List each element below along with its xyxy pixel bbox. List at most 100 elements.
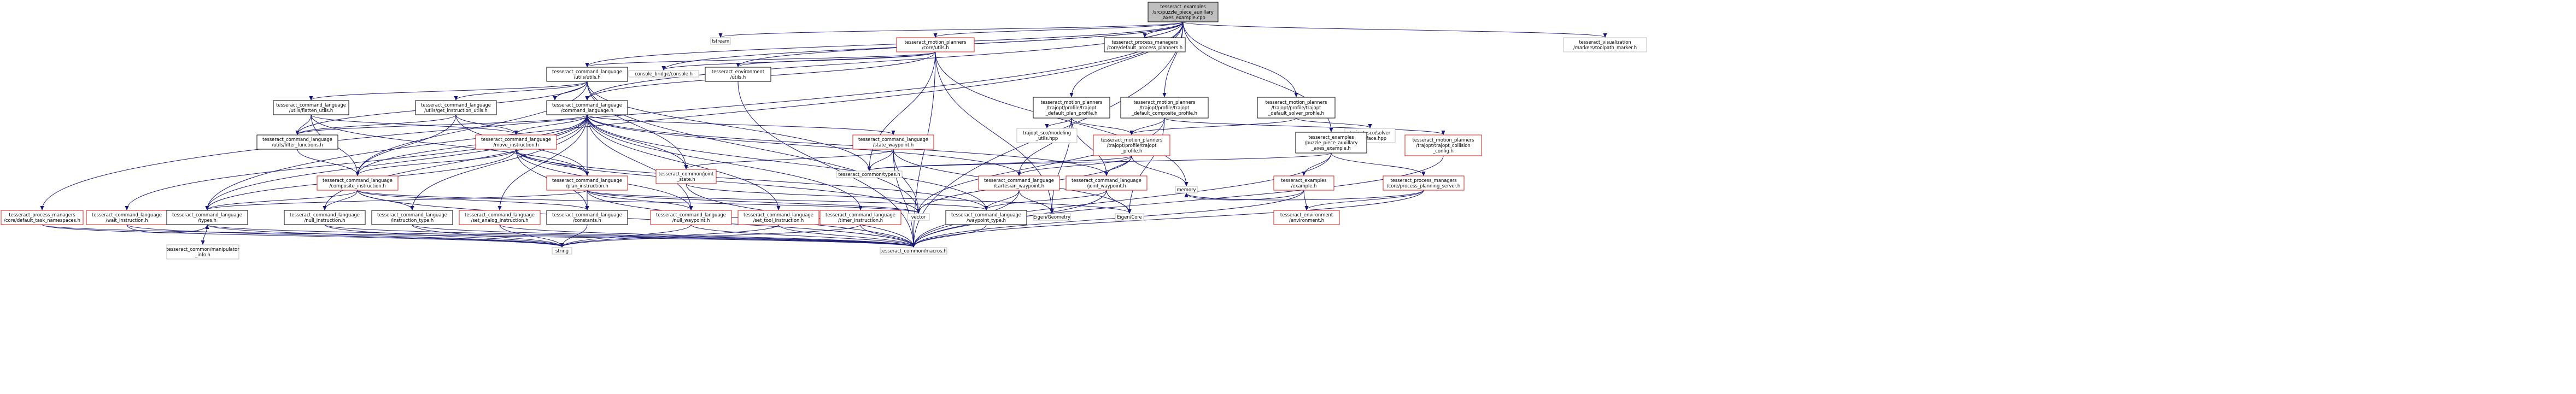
graph-node-cl-filter-utils[interactable]: tesseract_command_language/utils/flatten… — [273, 100, 349, 115]
graph-node-cl-plan-instruction[interactable]: tesseract_command_language/plan_instruct… — [546, 175, 628, 191]
graph-node-tv-toolpath-marker: tesseract_visualization/markers/toolpath… — [1563, 37, 1647, 52]
graph-node-cl-command-language[interactable]: tesseract_command_language/command_langu… — [546, 100, 628, 115]
graph-node-eigen-geometry: Eigen/Geometry — [1033, 213, 1071, 221]
dependency-edge-cl_wait_instruction-to-cl_types — [126, 224, 207, 233]
node-box — [650, 210, 732, 225]
graph-node-cl-constants[interactable]: tesseract_command_language/constants.h — [546, 210, 628, 225]
node-box — [273, 100, 349, 115]
node-label-line: tesseract_command_language — [276, 102, 346, 108]
node-box — [1175, 186, 1198, 193]
node-label-line: string — [555, 248, 569, 254]
dependency-edge-mp_core_utils-to-memory — [935, 51, 1186, 186]
graph-node-cl-state-waypoint[interactable]: tesseract_command_language/state_waypoin… — [852, 134, 934, 150]
node-label-line: /waypoint_type.h — [967, 217, 1006, 223]
node-label-line: tesseract_command_language — [1072, 178, 1141, 183]
graph-node-cl-cartesian-waypoint[interactable]: tesseract_command_language/cartesian_way… — [978, 175, 1060, 191]
graph-node-mp-default-plan-profile[interactable]: tesseract_motion_planners/trajopt/profil… — [1033, 97, 1110, 119]
node-label-line: tesseract_command_language — [826, 212, 895, 217]
graph-node-cl-wait-instruction[interactable]: tesseract_command_language/wait_instruct… — [86, 210, 168, 225]
graph-node-cl-timer-instruction[interactable]: tesseract_command_language/timer_instruc… — [819, 210, 901, 225]
graph-node-common-joint-state[interactable]: tesseract_common/joint_state.h — [655, 169, 717, 184]
graph-node-mp-trajopt-profile[interactable]: tesseract_motion_planners/trajopt/profil… — [1093, 134, 1170, 156]
graph-node-common-types: tesseract_common/types.h — [836, 170, 903, 178]
dependency-edge-cl_get_instruction_utils-to-cl_move_instruction — [455, 114, 516, 134]
dependency-edge-cl_command_language-to-cl_null_instruction — [325, 114, 588, 210]
dependency-edge-mp_default_solver_profile-to-trajopt_sco_solver — [1296, 117, 1370, 128]
node-label-line: /command_language.h — [561, 108, 613, 113]
graph-node-cl-instruction-type[interactable]: tesseract_command_language/instruction_t… — [371, 210, 453, 225]
graph-node-mp-default-composite-profile[interactable]: tesseract_motion_planners/trajopt/profil… — [1120, 97, 1209, 119]
node-label-line: tesseract_examples — [1281, 178, 1326, 183]
dependency-edge-ex_puzzle_header-to-common_macros — [914, 152, 1332, 247]
node-box — [978, 175, 1060, 191]
node-label-line: /trajopt/profile/trajopt — [1272, 105, 1321, 110]
node-label-line: /state_waypoint.h — [873, 142, 914, 148]
node-label-line: /instruction_type.h — [391, 217, 434, 223]
dependency-edge-mp_default_composite_profile-to-mp_trajopt_collision_config — [1164, 117, 1443, 134]
graph-node-cl-joint-waypoint[interactable]: tesseract_command_language/joint_waypoin… — [1065, 175, 1148, 191]
dependency-edge-cl_plan_instruction-to-cl_types — [207, 190, 588, 210]
graph-node-env-utils[interactable]: tesseract_environment/utils.h — [705, 67, 771, 82]
graph-node-cl-composite-instruction[interactable]: tesseract_command_language/composite_ins… — [317, 175, 399, 191]
node-label-line: tesseract_command_language — [323, 178, 393, 183]
graph-node-cl-null-waypoint[interactable]: tesseract_command_language/null_waypoint… — [650, 210, 732, 225]
dependency-edge-cl_utils-to-common_types — [587, 81, 869, 170]
node-label-line: Eigen/Geometry — [1033, 214, 1070, 220]
graph-node-ex-puzzle-header[interactable]: tesseract_examples/puzzle_piece_auxillar… — [1295, 132, 1367, 154]
graph-node-common-macros: tesseract_common/macros.h — [880, 247, 947, 255]
node-label-line: /trajopt/profile/trajopt — [1047, 105, 1097, 110]
graph-node-cl-types[interactable]: tesseract_command_language/types.h — [166, 210, 248, 225]
dependency-edge-mp_core_utils-to-env_utils — [738, 51, 936, 67]
node-label-line: /cartesian_waypoint.h — [994, 183, 1044, 189]
graph-node-cl-set-tool-instruction[interactable]: tesseract_command_language/set_tool_inst… — [737, 210, 819, 225]
dependency-edge-cl_composite_instruction-to-common_macros — [357, 190, 914, 247]
dependency-edge-cl_set_tool_instruction-to-common_macros — [778, 224, 914, 247]
graph-node-pm-default-planners[interactable]: tesseract_process_managers/core/default_… — [1104, 37, 1186, 52]
node-box — [552, 247, 572, 255]
node-box — [1563, 37, 1647, 52]
graph-node-cl-get-instruction-utils[interactable]: tesseract_command_language/utils/get_ins… — [415, 100, 497, 115]
graph-node-cl-waypoint-type[interactable]: tesseract_command_language/waypoint_type… — [945, 210, 1027, 225]
node-box — [628, 70, 699, 78]
graph-node-cl-filter-functions[interactable]: tesseract_command_language/utils/filter_… — [256, 134, 338, 150]
node-label-line: _config.h — [1432, 148, 1454, 154]
node-label-line: tesseract_motion_planners — [1413, 137, 1474, 143]
graph-node-env-environment[interactable]: tesseract_environment/environment.h — [1273, 210, 1340, 225]
graph-node-mp-core-utils[interactable]: tesseract_motion_planners/core/utils.h — [896, 37, 975, 52]
dependency-edge-cl_move_instruction-to-vector — [516, 149, 918, 213]
graph-node-pm-process-planning-server[interactable]: tesseract_process_managers/core/process_… — [1383, 175, 1465, 191]
node-label-line: _default_solver_profile.h — [1268, 110, 1324, 116]
node-label-line: /utils/utils.h — [574, 74, 601, 80]
node-label-line: /wait_instruction.h — [106, 217, 148, 223]
graph-node-cl-move-instruction[interactable]: tesseract_command_language/move_instruct… — [475, 134, 557, 150]
node-box — [546, 210, 628, 225]
graph-node-cl-set-analog-instruction[interactable]: tesseract_command_language/set_analog_in… — [459, 210, 541, 225]
node-label-line: tesseract_command_language — [552, 212, 622, 217]
node-label-line: /move_instruction.h — [493, 142, 538, 148]
node-box — [166, 244, 239, 260]
graph-node-pm-default-task-namespaces[interactable]: tesseract_process_managers/core/default_… — [1, 210, 84, 225]
node-label-line: /core/default_task_namespaces.h — [4, 217, 80, 223]
dependency-edge-cl_cartesian_waypoint-to-eigen_geometry — [1018, 190, 1052, 213]
graph-node-mp-default-solver-profile[interactable]: tesseract_motion_planners/trajopt/profil… — [1257, 97, 1336, 119]
node-label-line: _axes_example.h — [1311, 145, 1351, 151]
graph-node-mp-trajopt-collision-config[interactable]: tesseract_motion_planners/trajopt/trajop… — [1404, 134, 1482, 156]
node-label-line: tesseract_motion_planners — [1266, 99, 1327, 105]
graph-node-cl-utils[interactable]: tesseract_command_language/utils/utils.h — [546, 67, 628, 82]
dependency-edge-mp_default_solver_profile-to-mp_trajopt_profile — [1132, 117, 1297, 134]
dependency-edge-cl_command_language-to-cl_cartesian_waypoint — [587, 114, 1019, 175]
node-box — [1033, 213, 1071, 221]
node-label-line: tesseract_command_language — [290, 212, 360, 217]
node-label-line: tesseract_process_managers — [1111, 39, 1178, 45]
graph-node-ex-example[interactable]: tesseract_examples/example.h — [1273, 175, 1334, 191]
graph-node-root[interactable]: tesseract_examples/src/puzzle_piece_auxi… — [1148, 2, 1219, 22]
dependency-edge-cl_null_instruction-to-string — [324, 224, 562, 247]
node-label-line: tesseract_command_language — [552, 102, 622, 108]
node-label-line: tesseract_command_language — [377, 212, 447, 217]
graph-node-cl-null-instruction[interactable]: tesseract_command_language/null_instruct… — [284, 210, 366, 225]
node-box — [1404, 134, 1482, 156]
node-label-line: tesseract_common/types.h — [838, 172, 900, 177]
node-label-line: /environment.h — [1289, 217, 1324, 223]
node-box — [710, 37, 731, 45]
dependency-edge-cl_command_language-to-cl_move_instruction — [516, 114, 588, 134]
